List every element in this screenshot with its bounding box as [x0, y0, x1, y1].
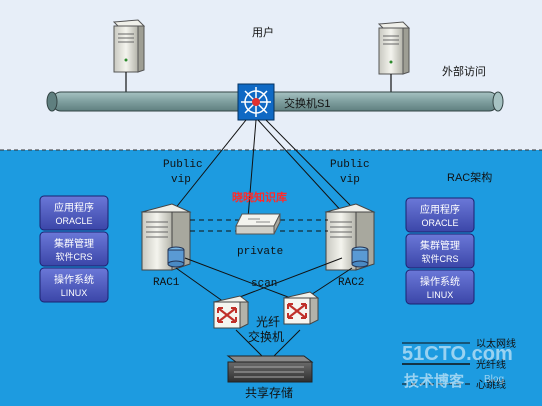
- fiber-switch-line2: 交换机: [248, 329, 284, 344]
- shared-storage-label: 共享存储: [245, 385, 293, 400]
- right-stack-box-1: [405, 197, 475, 233]
- right-stack-2-line1: 集群管理: [420, 239, 460, 252]
- switch-s1-icon: [237, 83, 275, 121]
- left-stack-1-line2: ORACLE: [55, 216, 92, 226]
- right-stack-3-line2: LINUX: [427, 290, 454, 300]
- left-software-stack: 应用程序 ORACLE 集群管理 软件CRS 操作系统 LINUX: [39, 195, 109, 303]
- shared-storage-icon: [226, 355, 314, 383]
- fiber-switch-right-icon: [282, 291, 320, 325]
- legend-heartbeat-label: 心跳线: [476, 378, 506, 391]
- watermark-blog: Blog: [484, 374, 504, 385]
- left-stack-3-line2: LINUX: [61, 288, 88, 298]
- right-stack-1-line1: 应用程序: [420, 203, 460, 216]
- left-stack-2-line1: 集群管理: [54, 237, 94, 250]
- left-stack-box-3: [39, 267, 109, 303]
- scan-label: scan: [251, 278, 277, 290]
- fiber-switch-left-icon: [212, 295, 250, 329]
- left-stack-box-2: [39, 231, 109, 267]
- right-stack-box-2: [405, 233, 475, 269]
- right-stack-1-line2: ORACLE: [421, 218, 458, 228]
- public-left-line1: Public: [163, 159, 203, 171]
- rac2-label: RAC2: [338, 277, 364, 289]
- legend-ethernet-label: 以太网线: [476, 337, 516, 350]
- rac1-label: RAC1: [153, 277, 180, 289]
- private-label: private: [237, 246, 283, 258]
- right-stack-3-line1: 操作系统: [420, 275, 460, 288]
- right-software-stack: 应用程序 ORACLE 集群管理 软件CRS 操作系统 LINUX: [405, 197, 475, 305]
- site-watermark: 51CTO.com 技术博客 Blog: [402, 343, 513, 390]
- private-switch-icon: [235, 213, 281, 235]
- left-stack-3-line1: 操作系统: [54, 273, 94, 286]
- switch-s1-label: 交换机S1: [284, 96, 330, 110]
- left-stack-2-line2: 软件CRS: [55, 251, 92, 262]
- public-links: [169, 119, 351, 219]
- fiber-switch-line1: 光纤: [256, 315, 280, 329]
- rac2-server-icon: [324, 203, 376, 271]
- legend-fiber-label: 光纤线: [476, 358, 506, 371]
- external-access-label: 外部访问: [442, 64, 486, 78]
- watermark-top-text: 晓晓知识库: [232, 190, 287, 204]
- left-stack-1-line1: 应用程序: [54, 201, 94, 214]
- user-server-right-icon: [377, 21, 411, 75]
- watermark-site: 51CTO.com: [402, 343, 513, 365]
- watermark-sub: 技术博客: [404, 372, 465, 390]
- right-stack-box-3: [405, 269, 475, 305]
- public-right-line1: Public: [330, 159, 370, 171]
- public-left-line2: vip: [171, 174, 191, 186]
- right-stack-2-line2: 软件CRS: [421, 253, 458, 264]
- user-server-left-icon: [112, 19, 146, 73]
- heartbeat-links: [190, 219, 328, 232]
- rac1-server-icon: [140, 203, 192, 271]
- public-right-line2: vip: [340, 174, 360, 186]
- legend: 以太网线 光纤线 心跳线: [402, 337, 516, 391]
- ethernet-bus: [46, 91, 504, 112]
- user-zone-label: 用户: [252, 25, 274, 39]
- left-stack-box-1: [39, 195, 109, 231]
- rac-zone-label: RAC架构: [447, 170, 492, 184]
